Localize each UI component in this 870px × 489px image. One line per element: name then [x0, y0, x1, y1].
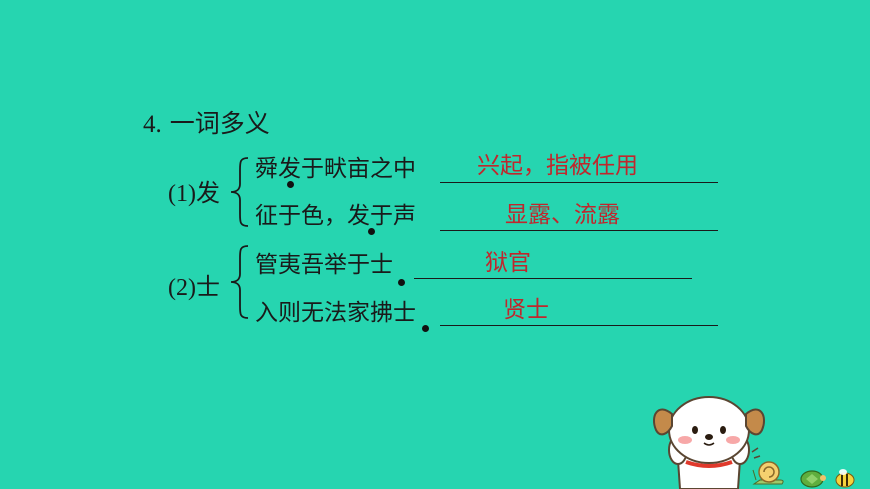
turtle-icon — [800, 470, 826, 488]
sentence-1-2: 征于色，发于声 — [255, 203, 416, 229]
emphasis-dot — [368, 228, 375, 235]
emphasis-dot — [398, 279, 405, 286]
answer-2-1: 狱官 — [485, 250, 531, 276]
group-label-fa: (1)发 — [168, 177, 220, 210]
group-label-shi: (2)士 — [168, 271, 220, 304]
answer-blank-line — [440, 230, 718, 231]
group-number: (1) — [168, 181, 196, 207]
sentence-2-2: 入则无法家拂士 — [255, 300, 416, 326]
dog-mascot-icon — [653, 396, 765, 489]
heading-number: 4. — [143, 111, 162, 138]
emphasis-dot — [422, 325, 429, 332]
group-character: 士 — [195, 273, 220, 301]
group-number: (2) — [168, 275, 196, 301]
answer-1-1: 兴起，指被任用 — [477, 153, 638, 179]
sentence-2-1: 管夷吾举于士 — [255, 252, 393, 278]
answer-blank-line — [414, 278, 692, 279]
bee-icon — [835, 469, 855, 488]
snail-icon — [752, 461, 784, 485]
group-character: 发 — [195, 179, 220, 207]
brace-icon — [230, 157, 249, 227]
emphasis-dot — [287, 181, 294, 188]
section-heading: 4. 一词多义 — [143, 108, 270, 141]
heading-title: 一词多义 — [169, 109, 270, 138]
brace-icon — [230, 245, 249, 319]
answer-1-2: 显露、流露 — [505, 202, 620, 228]
answer-blank-line — [440, 325, 718, 326]
sentence-1-1: 舜发于畎亩之中 — [255, 156, 416, 182]
answer-blank-line — [440, 182, 718, 183]
answer-2-2: 贤士 — [503, 297, 549, 323]
